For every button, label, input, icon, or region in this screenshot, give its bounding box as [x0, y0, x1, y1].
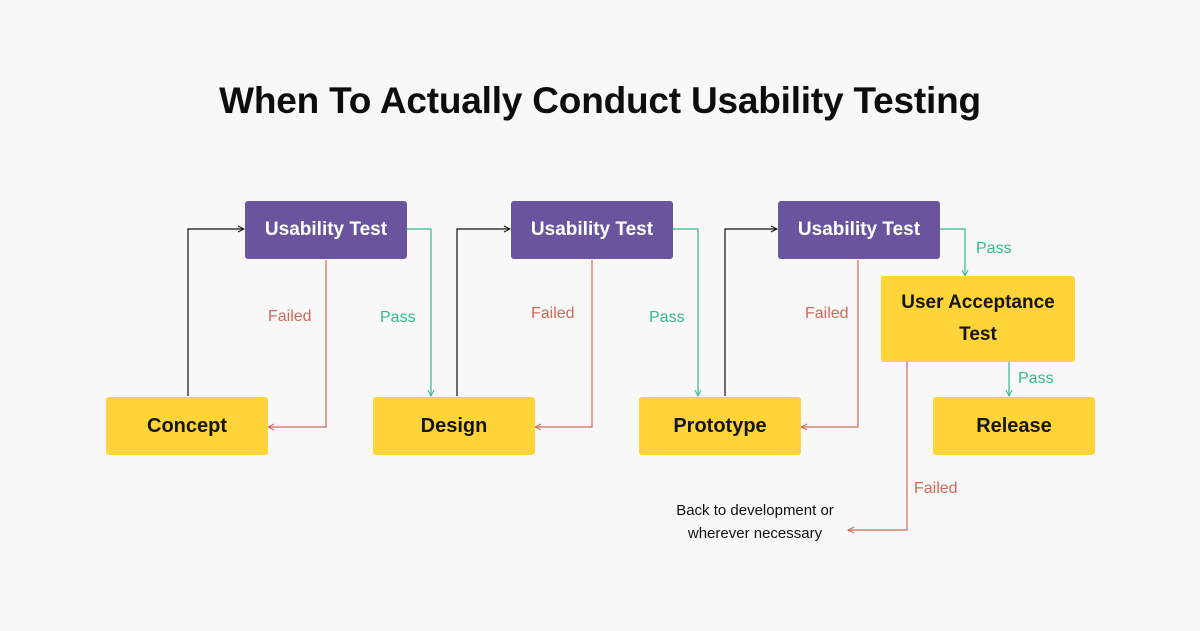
connector-test-3-pass: [940, 228, 965, 276]
usability-test-box-2: Usability Test: [511, 201, 673, 259]
prototype-box: Prototype: [639, 397, 801, 455]
release-box: Release: [933, 397, 1095, 455]
back-to-development-note: Back to development or wherever necessar…: [648, 499, 862, 545]
usability-test-box-3: Usability Test: [778, 201, 940, 259]
connector-test-1-pass: [407, 228, 431, 396]
diagram-title: When To Actually Conduct Usability Testi…: [219, 80, 981, 121]
pass-label-3: Pass: [976, 240, 1012, 257]
note-line-1: Back to development or: [676, 502, 834, 519]
uat-label-line-2: Test: [959, 324, 997, 345]
pass-label-2: Pass: [649, 309, 685, 326]
failed-label-3: Failed: [805, 305, 849, 322]
pass-label-4: Pass: [1018, 370, 1054, 387]
usability-test-box-1: Usability Test: [245, 201, 407, 259]
concept-box: Concept: [106, 397, 268, 455]
connector-test-2-pass: [673, 228, 698, 396]
failed-label-4: Failed: [914, 480, 958, 497]
connector-test-2-failed: [535, 260, 593, 427]
failed-label-1: Failed: [268, 308, 312, 325]
user-acceptance-test-box: User Acceptance Test: [881, 276, 1075, 362]
connector-concept-to-test-1: [187, 229, 244, 396]
connector-prototype-to-test-3: [724, 229, 777, 396]
design-box: Design: [373, 397, 535, 455]
failed-label-2: Failed: [531, 305, 575, 322]
uat-label-line-1: User Acceptance: [901, 292, 1055, 313]
connector-test-3-failed: [801, 260, 859, 427]
note-line-2: wherever necessary: [687, 525, 823, 542]
connector-design-to-test-2: [456, 229, 510, 396]
pass-label-1: Pass: [380, 309, 416, 326]
connector-uat-failed: [848, 362, 908, 530]
connector-test-1-failed: [268, 260, 327, 427]
